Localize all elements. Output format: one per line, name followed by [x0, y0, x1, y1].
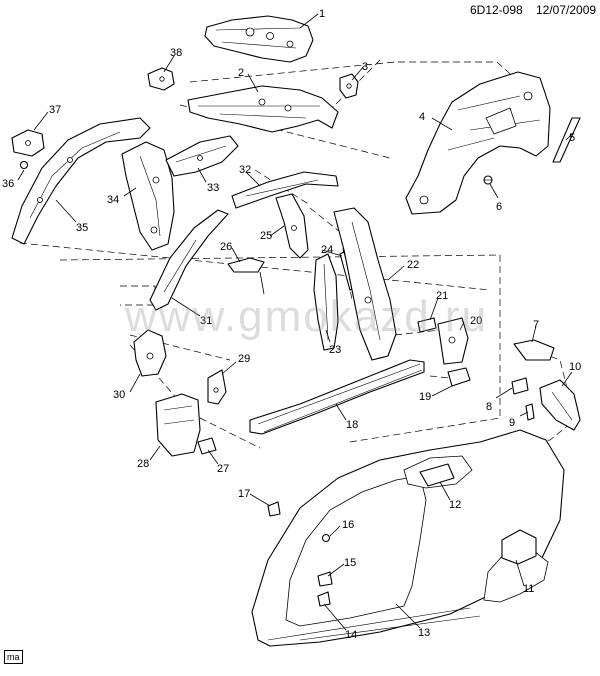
part-36-grommet	[19, 160, 29, 170]
corner-badge: ma	[4, 650, 23, 664]
callout-10: 10	[569, 361, 581, 373]
part-12-bracket	[419, 463, 455, 487]
callout-11: 11	[523, 583, 534, 595]
part-21-clip	[417, 317, 437, 333]
callout-31: 31	[200, 315, 212, 327]
callout-33: 33	[207, 182, 219, 194]
part-9-pin	[525, 403, 535, 421]
part-14-clip	[317, 591, 331, 607]
callout-9: 9	[509, 417, 515, 429]
part-25-bracket	[275, 193, 309, 259]
part-4-wheelhouse	[405, 71, 551, 215]
part-13-body-side	[251, 429, 565, 647]
part-32-roof-bow	[231, 171, 339, 209]
callout-27: 27	[217, 463, 229, 475]
diagram-date: 12/07/2009	[536, 3, 597, 17]
callout-14: 14	[345, 629, 357, 641]
callout-16: 16	[342, 519, 354, 531]
part-37-bracket	[11, 129, 45, 157]
callout-34: 34	[107, 194, 119, 206]
callout-4: 4	[419, 111, 425, 123]
part-29-bracket	[207, 369, 227, 405]
callout-1: 1	[319, 8, 325, 20]
callout-38: 38	[170, 47, 182, 59]
callout-19: 19	[419, 391, 431, 403]
callout-26: 26	[220, 241, 232, 253]
part-16-grommet	[321, 533, 331, 543]
part-1-panel	[204, 15, 314, 63]
callout-17: 17	[238, 488, 250, 500]
callout-37: 37	[49, 104, 61, 116]
callout-22: 22	[407, 259, 419, 271]
callout-35: 35	[76, 222, 88, 234]
part-8-clip	[511, 377, 529, 395]
callout-6: 6	[496, 201, 502, 213]
callout-8: 8	[486, 401, 492, 413]
callout-labels: 1 2 3 4 5 6 7 8 9 10 11 12 13 14 15 16 1…	[2, 8, 581, 641]
callout-29: 29	[238, 353, 250, 365]
part-34-pillar	[121, 141, 175, 251]
part-18-rocker	[249, 359, 425, 435]
part-35-roof-rail	[11, 117, 151, 245]
part-3-bracket	[339, 73, 359, 99]
part-26-clip	[227, 257, 265, 295]
callout-5: 5	[569, 132, 575, 144]
part-28-panel	[155, 393, 201, 457]
callout-36: 36	[2, 178, 14, 190]
part-33-reinforcement	[165, 135, 239, 177]
callout-12: 12	[449, 499, 461, 511]
callout-30: 30	[113, 389, 125, 401]
part-6-fastener	[483, 175, 493, 185]
callout-18: 18	[346, 419, 358, 431]
part-11-panel	[501, 529, 537, 565]
part-23-reinforcement	[313, 253, 339, 351]
callout-32: 32	[239, 164, 251, 176]
part-38-bracket	[147, 67, 175, 91]
callout-25: 25	[260, 230, 272, 242]
part-17-clip	[267, 501, 281, 517]
part-10-panel	[539, 379, 581, 431]
callout-23: 23	[329, 344, 341, 356]
callout-2: 2	[238, 67, 244, 79]
part-30-bracket	[133, 329, 167, 377]
callout-15: 15	[344, 557, 356, 569]
callout-28: 28	[137, 458, 149, 470]
part-2-rail	[187, 85, 339, 133]
part-31-pillar	[149, 209, 229, 311]
part-20-bracket	[437, 317, 469, 365]
part-19-bracket	[447, 367, 471, 387]
callout-3: 3	[362, 61, 368, 73]
diagram-code: 6D12-098	[470, 3, 523, 17]
callout-21: 21	[436, 290, 448, 302]
part-22-pillar	[333, 207, 397, 361]
leader-lines	[17, 13, 575, 631]
callout-7: 7	[533, 319, 539, 331]
callout-20: 20	[470, 315, 482, 327]
callout-13: 13	[418, 627, 430, 639]
part-27-clip	[197, 437, 217, 455]
callout-24: 24	[321, 244, 333, 256]
part-7-bracket	[513, 339, 555, 361]
